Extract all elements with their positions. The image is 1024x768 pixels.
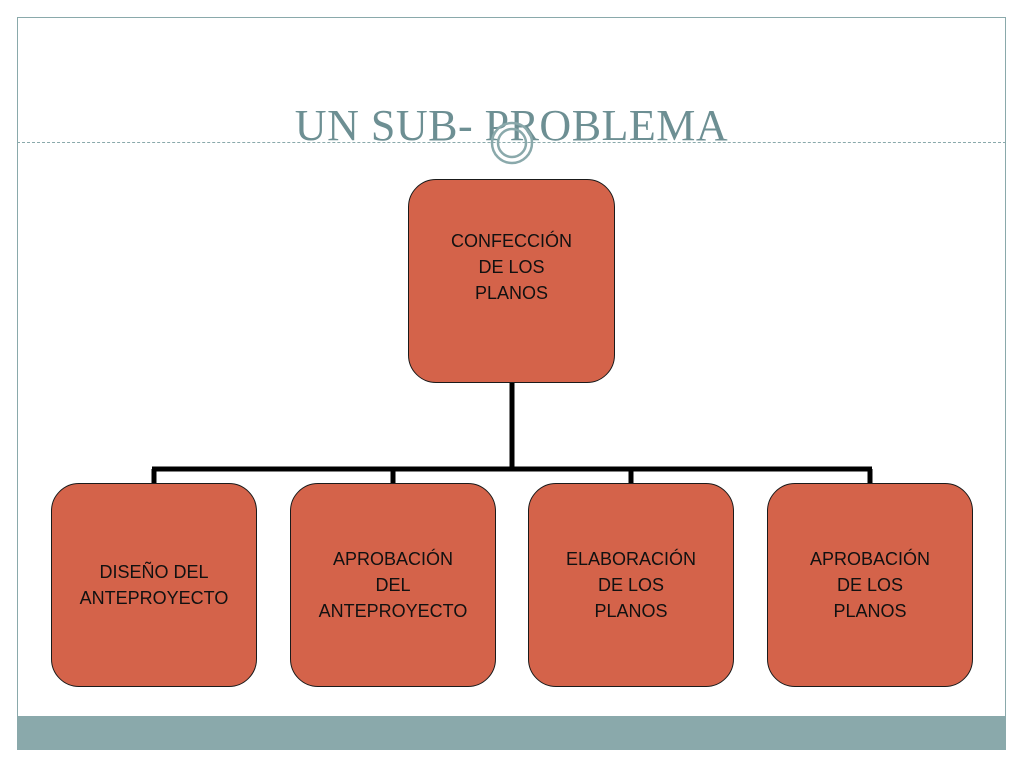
diagram-node-child-1: DISEÑO DEL ANTEPROYECTO <box>51 483 257 687</box>
footer-bar <box>17 716 1006 750</box>
double-ring-icon <box>490 121 534 165</box>
diagram-node-root: CONFECCIÓN DE LOS PLANOS <box>408 179 615 383</box>
diagram-node-child-2-label: APROBACIÓN DEL ANTEPROYECTO <box>318 549 468 621</box>
slide-title: UN SUB- PROBLEMA <box>294 101 729 150</box>
diagram-node-child-1-label: DISEÑO DEL ANTEPROYECTO <box>79 562 229 608</box>
diagram-node-child-3: ELABORACIÓN DE LOS PLANOS <box>528 483 734 687</box>
diagram-node-child-4: APROBACIÓN DE LOS PLANOS <box>767 483 973 687</box>
diagram-node-root-label: CONFECCIÓN DE LOS PLANOS <box>451 231 572 303</box>
title-divider <box>17 142 1006 143</box>
diagram-node-child-2: APROBACIÓN DEL ANTEPROYECTO <box>290 483 496 687</box>
diagram-node-child-3-label: ELABORACIÓN DE LOS PLANOS <box>565 549 697 621</box>
diagram-node-child-4-label: APROBACIÓN DE LOS PLANOS <box>809 549 931 621</box>
